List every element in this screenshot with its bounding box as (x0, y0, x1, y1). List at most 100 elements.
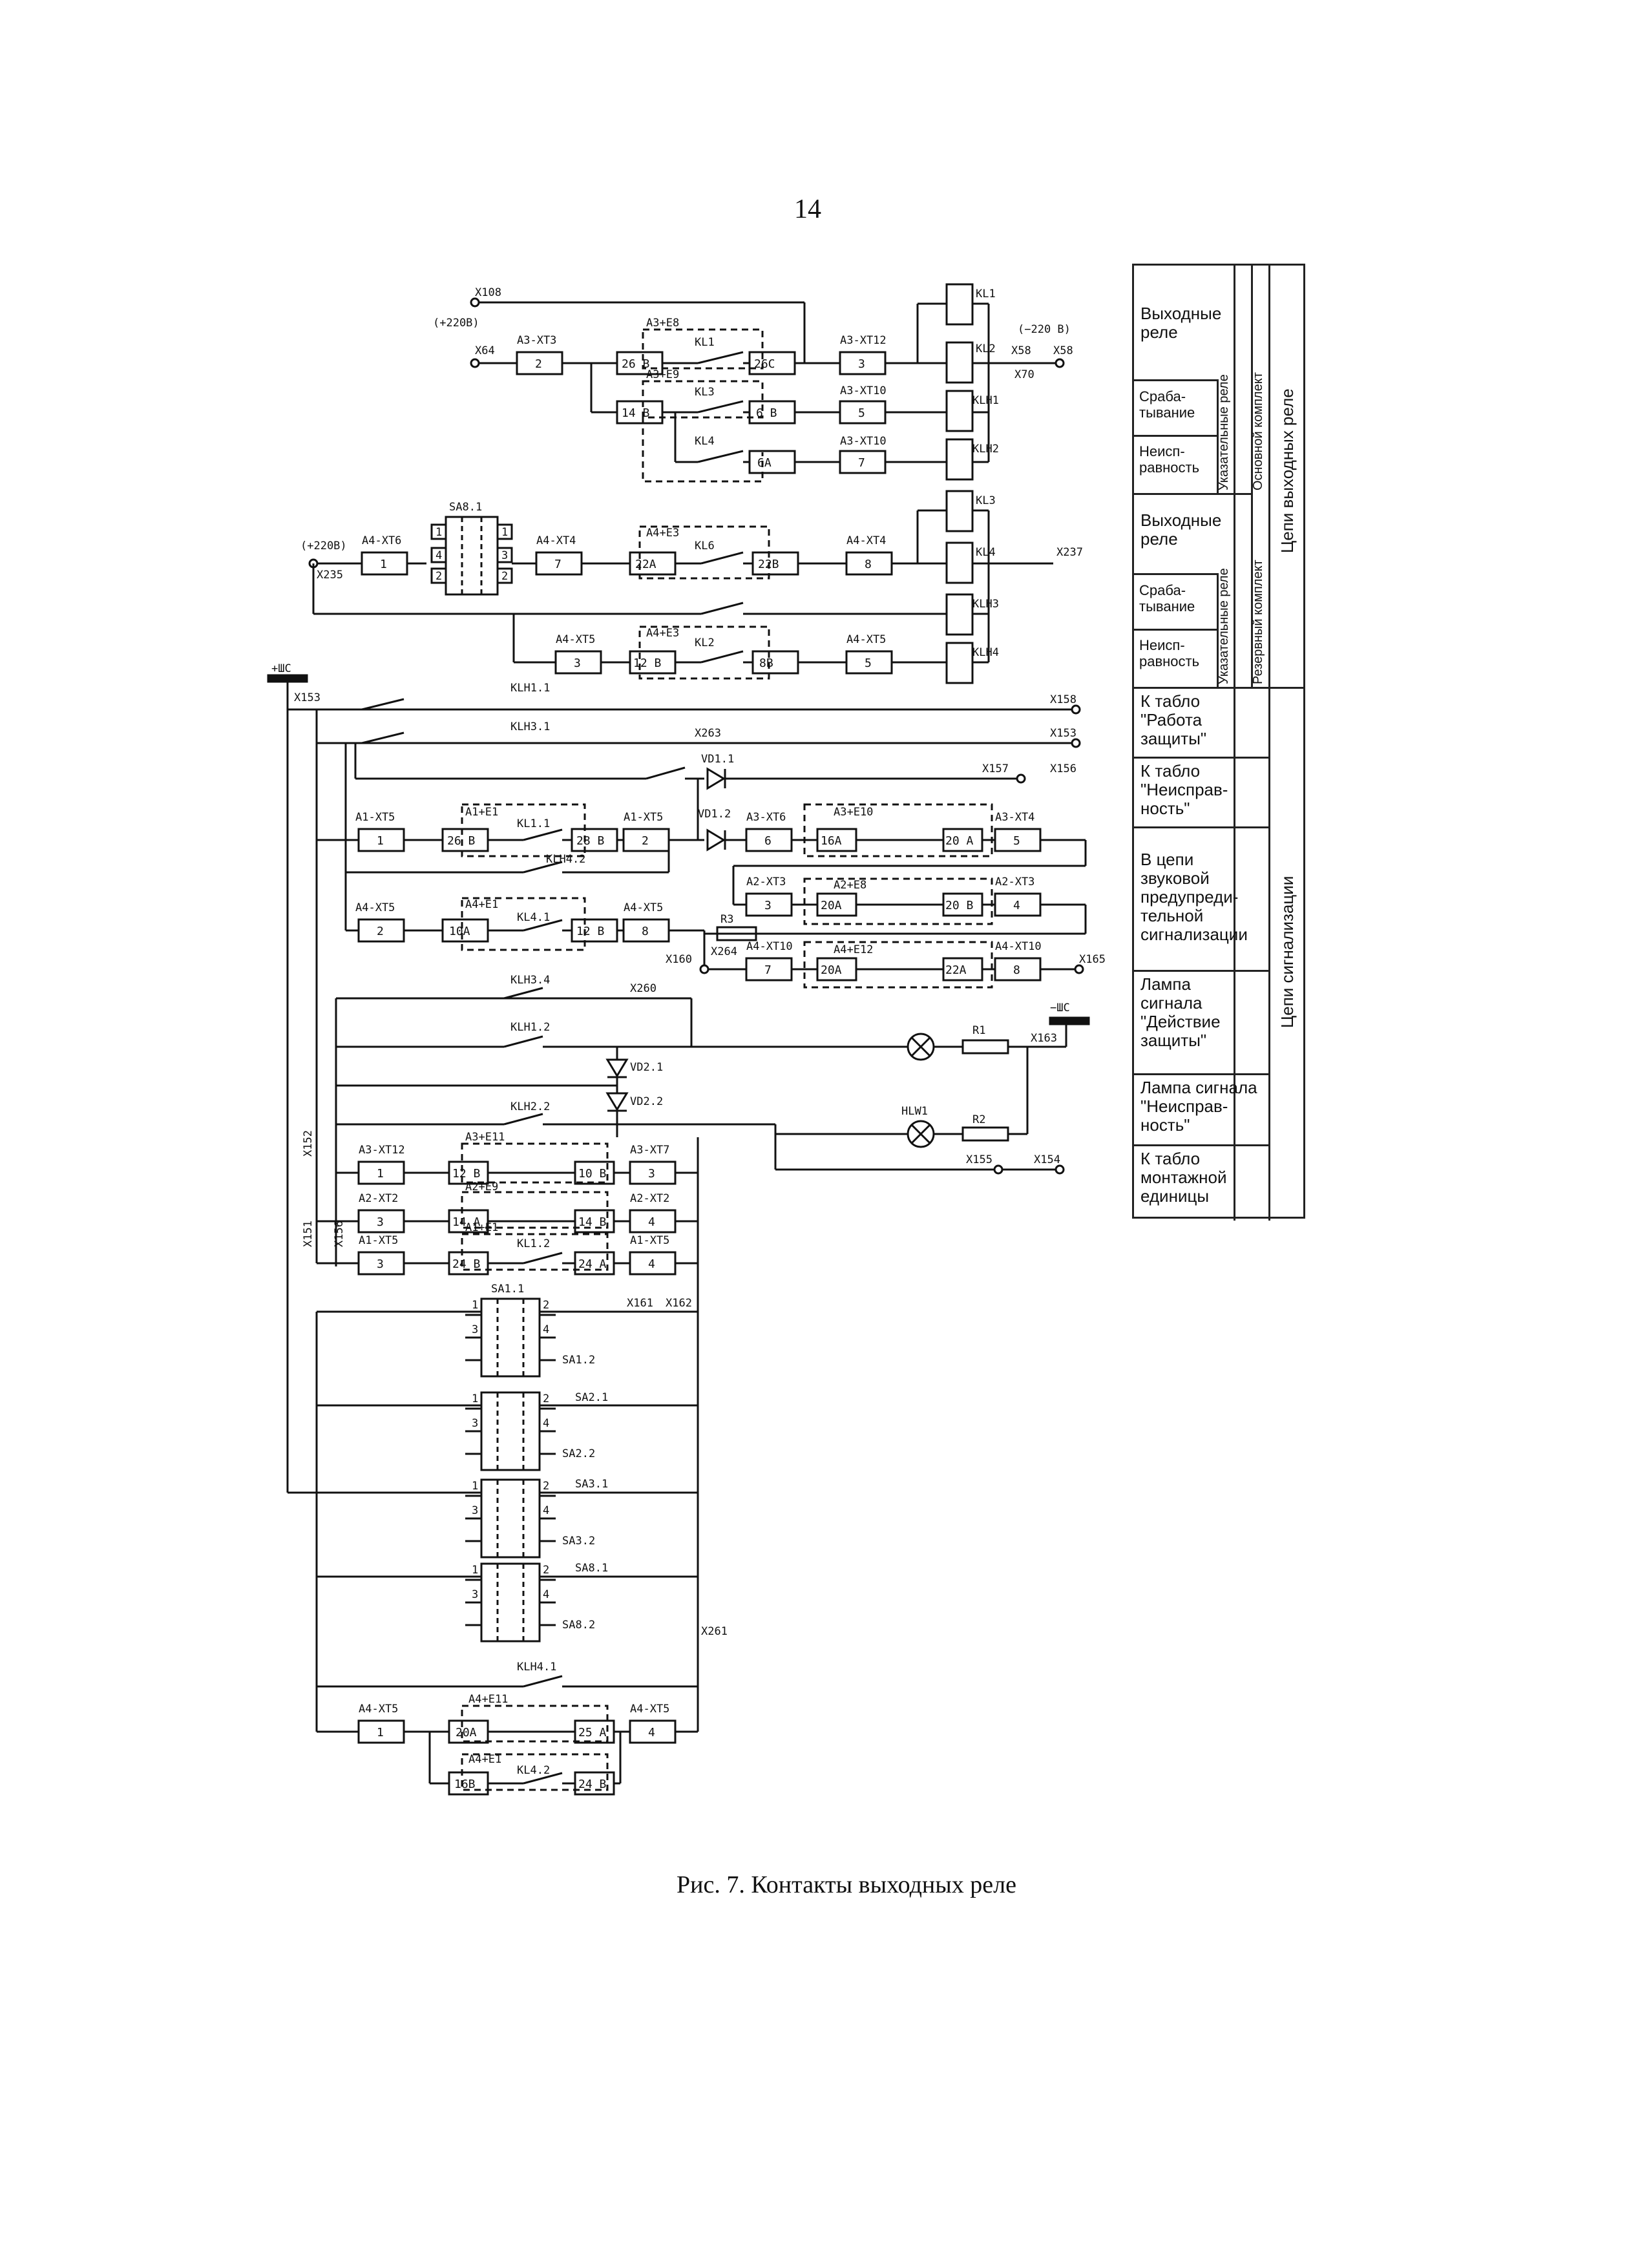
label-x157: X157 (982, 762, 1009, 775)
label-x261: X261 (701, 1625, 728, 1638)
label-a1e1b: A1+E1 (465, 1221, 498, 1234)
block-12b: 12 В (633, 656, 661, 670)
block-7: 7 (858, 456, 865, 470)
label-klh11: KLH1.1 (510, 682, 550, 695)
sw-pin: 3 (472, 1417, 478, 1430)
block-22a: 22А (635, 558, 656, 571)
label-a4e3b: A4+E3 (646, 627, 679, 640)
label-kl12: KL1.2 (517, 1237, 550, 1250)
sw-pin: 1 (472, 1564, 478, 1577)
cell-fault-2: Неисп-равность (1139, 637, 1200, 669)
block-4l: 4 (648, 1215, 655, 1229)
switch-pin-2: 2 (436, 570, 442, 583)
coil-klh3: KLH3 (972, 598, 999, 611)
label-kl1: KL1 (695, 336, 715, 349)
switch-pin-3: 3 (501, 549, 508, 562)
block-7s: 7 (764, 963, 772, 977)
coil-kl2: KL2 (976, 342, 996, 355)
block-20a2: 20А (821, 899, 842, 912)
sw-pin: 3 (472, 1504, 478, 1517)
label-a4xt5e: A4-XT5 (359, 1703, 398, 1716)
vlabel-output-circuits: Цепи выходных реле (1277, 388, 1297, 553)
label-a4xt4b: A4-XT4 (846, 534, 886, 547)
sw-pin: 4 (543, 1323, 549, 1336)
vlabel-signal-circuits: Цепи сигнализации (1277, 876, 1297, 1028)
block-20a3: 20А (821, 963, 842, 977)
label-x162: X162 (666, 1297, 692, 1310)
label-sa82: SA8.2 (562, 1619, 595, 1632)
label-vd11: VD1.1 (701, 753, 734, 766)
label-sa22: SA2.2 (562, 1447, 595, 1460)
coil-kl4: KL4 (976, 546, 996, 559)
label-klh34: KLH3.4 (510, 974, 550, 987)
cell-sound-signal: В цепи звуковой предупреди-тельной сигна… (1140, 850, 1248, 944)
label-kl2: KL2 (695, 636, 715, 649)
label-klh22: KLH2.2 (510, 1100, 550, 1113)
label-sa31: SA3.1 (575, 1478, 608, 1491)
block-8: 8 (865, 558, 872, 571)
block-3lb: 3 (377, 1215, 384, 1229)
label-x263: X263 (695, 727, 721, 740)
cell-trip-2: Сраба-тывание (1139, 582, 1195, 614)
block-20al: 20А (456, 1726, 477, 1739)
sw-pin: 4 (543, 1417, 549, 1430)
lower-section (288, 1137, 699, 1796)
block-14a: 14 А (452, 1215, 481, 1229)
sw-pin: 1 (472, 1392, 478, 1405)
sw-pin: 4 (543, 1588, 549, 1601)
block-6s: 6 (764, 834, 772, 848)
block-1s: 1 (377, 834, 384, 848)
label-a3e8: A3+E8 (646, 317, 679, 330)
label-a1xt5b: A1-XT5 (624, 811, 663, 824)
label-r3: R3 (720, 913, 733, 926)
label-a4e1b: A4+E1 (468, 1753, 501, 1766)
label-a2xt3a: A2-XT3 (746, 876, 786, 888)
vlabel-indicator-2: Указательные реле (1217, 568, 1231, 684)
block-12bl: 12 В (452, 1167, 480, 1181)
label-kl6: KL6 (695, 540, 715, 552)
vlabel-main-set: Основной комплект (1251, 372, 1265, 490)
sw-pin: 3 (472, 1323, 478, 1336)
signal-section (267, 674, 1090, 1493)
label-klh41: KLH4.1 (517, 1661, 556, 1674)
cell-output-relay-1: Выходные реле (1140, 304, 1222, 342)
top-section (470, 283, 1065, 483)
label-kl41: KL4.1 (517, 911, 550, 924)
legend-table: Выходные реле Сраба-тывание Неисп-равнос… (1132, 264, 1305, 1221)
label-sa81: SA8.1 (449, 501, 482, 514)
label-a1xt5d: A1-XT5 (630, 1234, 669, 1247)
page-number: 14 (794, 194, 821, 224)
label-x108: X108 (475, 286, 501, 299)
label-a4e11: A4+E11 (468, 1693, 508, 1706)
block-8bs: 8 (1013, 963, 1020, 977)
block-10a: 10А (449, 925, 470, 938)
cell-fault-1: Неисп-равность (1139, 443, 1200, 476)
block-4x: 4 (648, 1726, 655, 1739)
label-a3xt7: A3-XT7 (630, 1144, 669, 1157)
label-a3xt4: A3-XT4 (995, 811, 1035, 824)
block-22as: 22А (945, 963, 967, 977)
label-hlw1: HLW1 (901, 1105, 928, 1118)
label-x264: X264 (711, 945, 737, 958)
label-a4xt5b: A4-XT5 (846, 633, 886, 646)
block-20b: 20 В (945, 899, 973, 912)
label-x70: X70 (1014, 368, 1035, 381)
block-1l: 1 (377, 1167, 384, 1181)
block-5s: 5 (1013, 834, 1020, 848)
label-x153b: X153 (1050, 727, 1077, 740)
cell-trip-1: Сраба-тывание (1139, 388, 1195, 421)
block-3: 3 (858, 357, 865, 371)
label-kl3: KL3 (695, 386, 715, 399)
label-a4xt5f: A4-XT5 (630, 1703, 669, 1716)
label-x154: X154 (1034, 1153, 1060, 1166)
sw-pin: 3 (472, 1588, 478, 1601)
label-a1xt5c: A1-XT5 (359, 1234, 398, 1247)
block-3s: 3 (764, 899, 772, 912)
block-12bs: 12 В (576, 925, 604, 938)
coil-kl3: KL3 (976, 494, 996, 507)
block-2s: 2 (642, 834, 649, 848)
label-a4e3: A4+E3 (646, 527, 679, 540)
label-a2xt2a: A2-XT2 (359, 1192, 398, 1205)
label-plus220: (+220В) (433, 317, 479, 330)
